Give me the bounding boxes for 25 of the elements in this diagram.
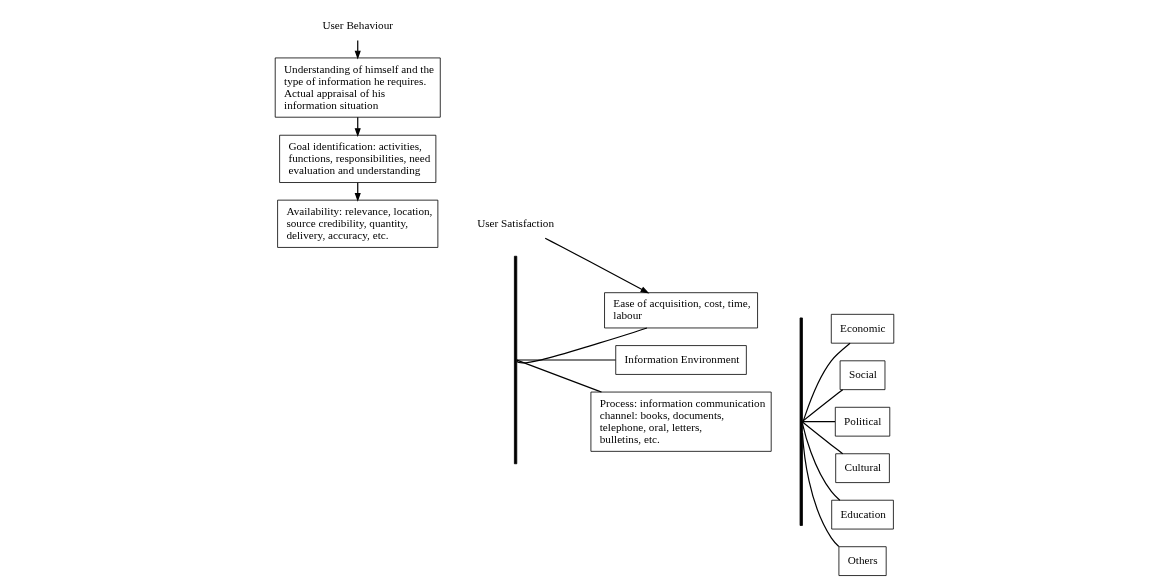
- node-box: Education: [830, 499, 894, 530]
- connector: [801, 421, 836, 423]
- node-box: Understanding of himself and the type of information he requires. Actual appraisal of his information situation: [274, 57, 441, 118]
- node-box: Availability: relevance, location, source credibility, quantity, delivery, accuracy, etc.: [276, 199, 438, 248]
- arrow: [544, 237, 649, 294]
- node-box: Political: [834, 406, 890, 437]
- connector: [801, 421, 843, 455]
- connector: [515, 359, 602, 393]
- node-box: Economic: [830, 313, 894, 344]
- node-box: Social: [839, 360, 885, 391]
- connector: [801, 389, 843, 422]
- connector: [801, 432, 839, 548]
- node-box: Cultural: [834, 453, 890, 483]
- node-box: Goal identification: activities, functions, responsibilities, need evaluation and understanding: [278, 134, 436, 183]
- connector: [801, 423, 840, 501]
- node-box: Process: information communication channel: books, documents, telephone, oral, letters, bulletins, etc.: [590, 391, 772, 452]
- node-text: User Behaviour: [321, 18, 393, 31]
- node-box: Ease of acquisition, cost, time, labour: [603, 292, 758, 329]
- connector: [515, 359, 616, 361]
- node-text: User Satisfaction: [476, 216, 554, 229]
- node-box: Information Environment: [614, 345, 747, 375]
- node-bar: [513, 255, 517, 465]
- node-box: Others: [838, 546, 887, 576]
- connector: [801, 342, 851, 424]
- node-bar: [799, 317, 803, 526]
